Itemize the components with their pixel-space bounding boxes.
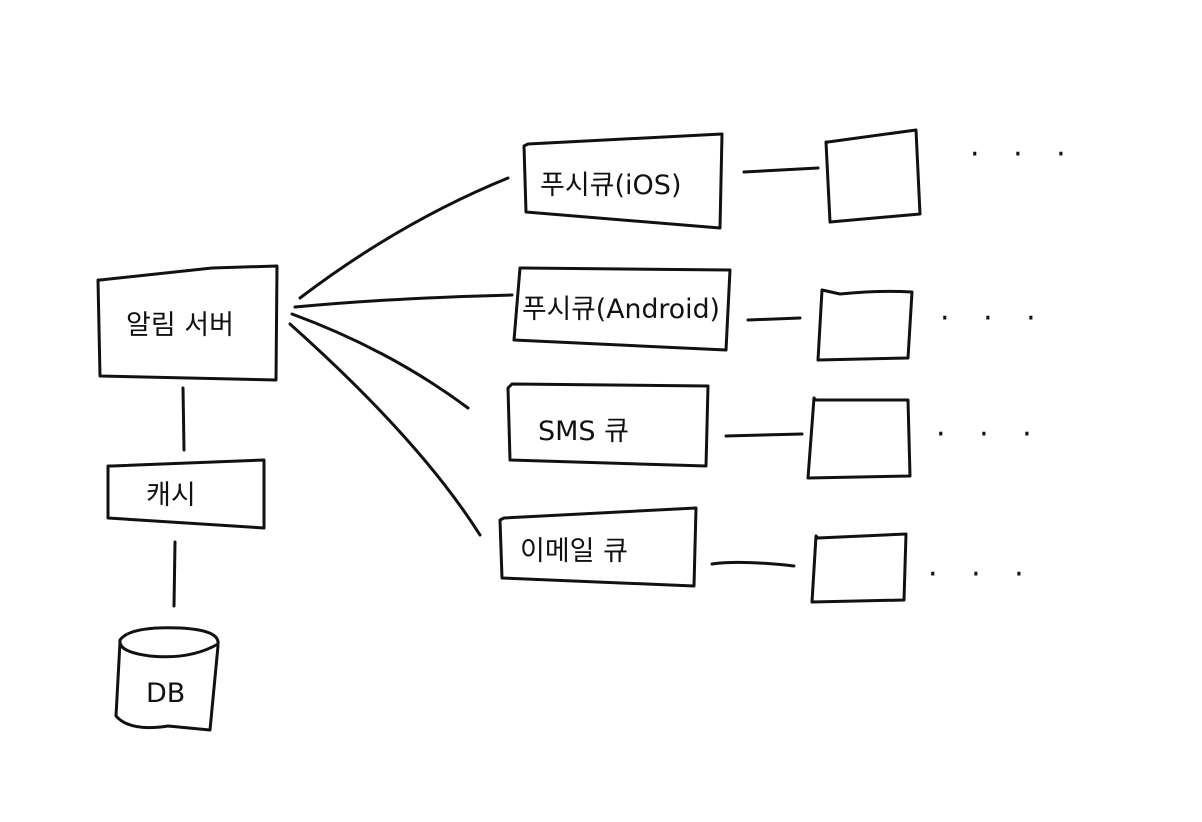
db-label: DB: [146, 678, 185, 709]
edge-ios-to-worker: [742, 166, 820, 174]
worker-ios-box: [824, 128, 922, 224]
ellipsis-sms: · · ·: [936, 417, 1044, 452]
edge-sms-to-worker: [724, 432, 804, 438]
notification-server-label: 알림 서버: [126, 310, 234, 341]
edge-server-to-ios: [298, 176, 510, 300]
email-queue-node: 이메일 큐: [498, 506, 698, 588]
push-queue-ios-node: 푸시큐(iOS): [522, 132, 724, 230]
ellipsis-email: · · ·: [928, 557, 1036, 592]
edge-server-to-email: [288, 322, 482, 537]
edge-server-to-android: [293, 293, 514, 309]
sms-queue-node: SMS 큐: [506, 382, 710, 468]
cache-label: 캐시: [146, 480, 196, 511]
notification-server-node: 알림 서버: [96, 264, 279, 382]
worker-sms-box: [806, 396, 912, 480]
edge-cache-to-db: [172, 540, 177, 608]
push-queue-android-node: 푸시큐(Android): [512, 266, 732, 352]
cache-node: 캐시: [106, 458, 266, 530]
sms-queue-label: SMS 큐: [538, 416, 629, 447]
edge-email-to-worker: [710, 560, 796, 568]
push-queue-android-label: 푸시큐(Android): [522, 294, 720, 325]
ellipsis-ios: · · ·: [970, 137, 1078, 172]
edge-server-to-sms: [290, 312, 470, 410]
email-queue-label: 이메일 큐: [520, 536, 628, 567]
db-node: DB: [114, 626, 220, 732]
push-queue-ios-label: 푸시큐(iOS): [540, 170, 681, 201]
edge-server-to-cache: [181, 386, 186, 452]
edge-android-to-worker: [746, 316, 802, 322]
ellipsis-android: · · ·: [940, 301, 1048, 336]
worker-android-box: [816, 288, 914, 362]
worker-email-box: [810, 532, 908, 604]
